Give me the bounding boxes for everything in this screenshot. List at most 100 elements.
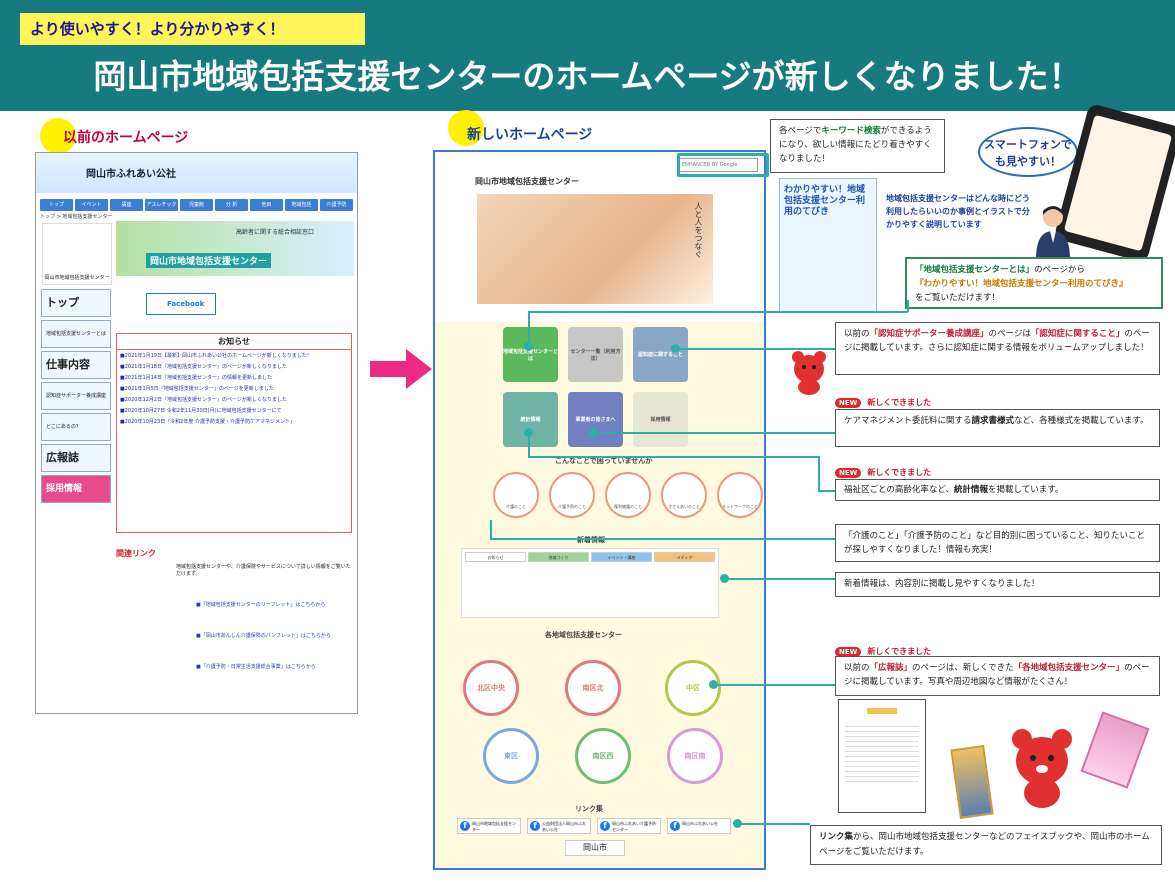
callout-text: 福祉区ごとの高齢化率など、: [844, 485, 954, 495]
new-site-screenshot: 岡山市地域包括支援センター ENHANCED BY Google 人と人をつなぐ…: [433, 150, 766, 870]
connector: [528, 456, 820, 458]
nav-tile: センター一覧（利用方法）: [568, 327, 623, 382]
old-news-item: ■2021年1月5日『地域包括支援センター』のページを更新しました: [120, 386, 274, 392]
news-tab: イベント・講座: [591, 552, 652, 562]
old-nav-item: アスレチック: [145, 199, 178, 211]
old-links-list: ■「地域包括支援センターのリーフレット」はこちらから ■「岡山市あんしん介護保険の…: [116, 601, 352, 670]
breadcrumb: トップ > 地域包括支援センター: [40, 214, 113, 220]
connector-dot: [709, 680, 718, 689]
new-site-label: 新しいホームページ: [467, 127, 593, 143]
facebook-link: 公益財団法人岡山市ふれあい公社: [527, 818, 591, 834]
old-news-title: お知らせ: [117, 334, 351, 350]
callout-text: など、各種様式を掲載しています。: [1014, 416, 1149, 426]
old-sidebar-item: 採用情報: [41, 475, 111, 503]
old-nav-item: 児童館: [180, 199, 213, 211]
old-link-item: ■「介護予防・日常生活支援総合事業」はこちらから: [196, 664, 316, 670]
old-site-label: 以前のホームページ: [63, 130, 189, 146]
callout-keyword: 各ページでキーワード検索ができるようになり、欲しい情報にたどり着きやすくなりまし…: [770, 119, 945, 173]
connector-dot: [524, 428, 533, 437]
connector-dot: [720, 574, 729, 583]
callout-text: から、岡山市地域包括支援センターなどのフェイスブックや、岡山市のホームページをご…: [819, 832, 1150, 857]
question-circle: ネットワークのこと: [717, 472, 763, 518]
old-sidebar: トップ地域包括支援センターとは仕事内容認知症サポーター養成講座どこにあるの？広報…: [41, 289, 111, 503]
old-banner-title: 岡山市地域包括支援センター: [146, 253, 272, 268]
connector: [528, 311, 908, 313]
callout-text: のページに掲載しています。さらに認知症に関する情報をボリュームアップしました！: [844, 329, 1150, 353]
areas-map: 北区中央南区北中区東区南区西南区南: [455, 660, 745, 790]
old-sidebar-item: どこにあるの？: [41, 413, 111, 441]
callout-highlight: 「地域包括支援センターとは」: [915, 265, 1035, 275]
callout-highlight: 統計情報: [954, 485, 989, 495]
callout-text: ができるようになり、欲しい情報にたどり着きやすくなりました！: [779, 126, 932, 164]
connector-dot: [524, 342, 533, 351]
callout-links: リンク集から、岡山市地域包括支援センターなどのフェイスブックや、岡山市のホームペ…: [810, 825, 1162, 865]
question-circle: ささえあいのこと: [661, 472, 707, 518]
book-title: わかりやすい！地域包括支援センター利用のてびき: [784, 185, 866, 217]
old-nav: トップイベント講座アスレチック児童館分 析他目地域包括介護予防: [36, 199, 357, 211]
old-site-header: 岡山市ふれあい公社: [36, 153, 357, 193]
old-link-item: ■「岡山市あんしん介護保険のパンフレット」はこちらから: [196, 633, 331, 639]
links-title: リンク集: [575, 805, 603, 813]
callout-pr: 以前の「広報誌」のページは、新しくできた「各地域包括支援センター」のページに掲載…: [835, 656, 1160, 696]
callout-text: のページは: [988, 329, 1031, 339]
callout-dementia: 以前の「認知症サポーター養成講座」のページは「認知症に関すること」のページに掲載…: [835, 322, 1160, 375]
connector: [818, 490, 835, 492]
new-news-tabs: お知らせ地域づくりイベント・講座メディア: [462, 549, 718, 565]
callout-text: 以前の: [844, 329, 870, 339]
search-highlight: [677, 153, 769, 177]
callout-news: 新着情報は、内容別に掲載し見やすくなりました！: [835, 572, 1160, 597]
hero-text: 人と人をつなぐ: [694, 202, 703, 258]
old-news-list: ■2021年1月19日【最新】岡山市ふれあい公社のホームページが新しくなりました…: [117, 350, 351, 427]
old-nav-item: 分 析: [215, 199, 248, 211]
callout-text: をご覧いただけます！: [915, 293, 1001, 303]
new-badge: NEW: [835, 647, 862, 657]
connector: [713, 684, 835, 686]
new-badge: NEW: [835, 468, 862, 478]
callout-highlight: 『わかりやすい！地域包括支援センター利用のてびき』: [915, 279, 1128, 289]
news-tab: お知らせ: [465, 552, 526, 562]
old-news-item: ■2020年10月27日 令和2年11月30日(月)に地域包括支援センターにて: [120, 408, 282, 414]
connector: [818, 456, 820, 490]
facebook-links: 岡山市地域包括支援センター公益財団法人岡山市ふれあい公社岡山市ふれあい介護予防セ…: [457, 818, 731, 834]
old-nav-item: トップ: [40, 199, 73, 211]
old-news-item: ■2020年10月23日『令和2年度 介護予防支援・介護予防ケアマネジメント』: [120, 419, 295, 425]
new-news-box: 新着情報 お知らせ地域づくりイベント・講座メディア: [461, 536, 719, 618]
new-badge: NEW: [835, 398, 862, 408]
question-title: こんなことで困っていませんか: [555, 457, 653, 465]
old-logo: 岡山市地域包括支援センター: [42, 223, 112, 285]
question-circle: 介護予防のこと: [549, 472, 595, 518]
new-site-top: 岡山市地域包括支援センター ENHANCED BY Google 人と人をつなぐ: [435, 152, 764, 322]
old-link-item: ■「地域包括支援センターのリーフレット」はこちらから: [196, 602, 326, 608]
hero-image: [477, 194, 713, 304]
callout-purpose: 「介護のこと」「介護予防のこと」など目的別に困っていること、知りたいことが探しや…: [835, 524, 1160, 562]
connector: [724, 578, 835, 580]
old-news-item: ■2021年1月18日『地域包括支援センター』のページが新しくなりました: [120, 364, 287, 370]
news-tab: メディア: [654, 552, 715, 562]
connector: [907, 300, 909, 312]
phone-bubble: スマートフォンでも見やすい！: [978, 127, 1078, 177]
new-news-title: 新着情報: [577, 536, 605, 544]
callout-text: を掲載しています。: [988, 485, 1064, 495]
arrow-right-icon: [370, 349, 432, 389]
page-title: 岡山市地域包括支援センターのホームページが新しくなりました！: [93, 57, 1082, 96]
connector: [675, 348, 835, 350]
old-news-box: お知らせ ■2021年1月19日【最新】岡山市ふれあい公社のホームページが新しく…: [116, 333, 352, 533]
page-preview-image: [838, 699, 926, 813]
connector-dot: [733, 819, 742, 828]
old-nav-item: 講座: [110, 199, 143, 211]
book-description: 地域包括支援センターはどんな時にどう利用したらいいのか事例とイラストで分かりやす…: [886, 194, 1030, 229]
new-logo: 岡山市地域包括支援センター: [475, 177, 579, 186]
header-tagline: より使いやすく！より分かりやすく！: [20, 13, 365, 45]
area-circle: 南区北: [565, 660, 621, 716]
question-circles: 介護のこと介護予防のこと権利擁護のことささえあいのことネットワークのこと: [493, 472, 763, 518]
facebook-link: 岡山市地域包括支援センター: [457, 818, 521, 834]
old-banner-sub: 高齢者に関する総合相談窓口: [236, 229, 315, 236]
new-text: 新しくできました: [867, 398, 932, 407]
old-news-item: ■2020年12月2日『地域包括支援センター』のページが新しくなりました: [120, 397, 287, 403]
old-sidebar-item: 広報誌: [41, 444, 111, 472]
question-circle: 権利擁護のこと: [605, 472, 651, 518]
callout-tebiki: 「地域包括支援センターとは」のページから『わかりやすい！地域包括支援センター利用…: [905, 257, 1163, 309]
question-circle: 介護のこと: [493, 472, 539, 518]
callout-highlight: 請求書様式: [971, 416, 1015, 426]
